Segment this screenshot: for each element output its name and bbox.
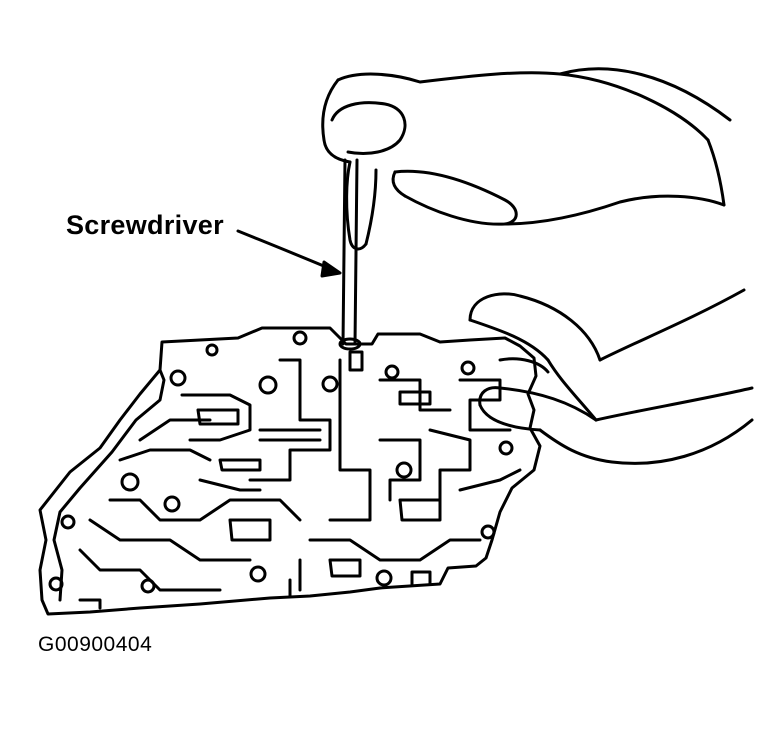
upper-hand xyxy=(323,69,730,249)
screwdriver-shaft xyxy=(340,160,360,349)
callout-leader xyxy=(238,231,340,276)
figure-id: G00900404 xyxy=(38,633,153,656)
screwdriver-label: Screwdriver xyxy=(66,210,224,240)
right-hand xyxy=(470,290,752,463)
valve-body xyxy=(40,328,540,614)
